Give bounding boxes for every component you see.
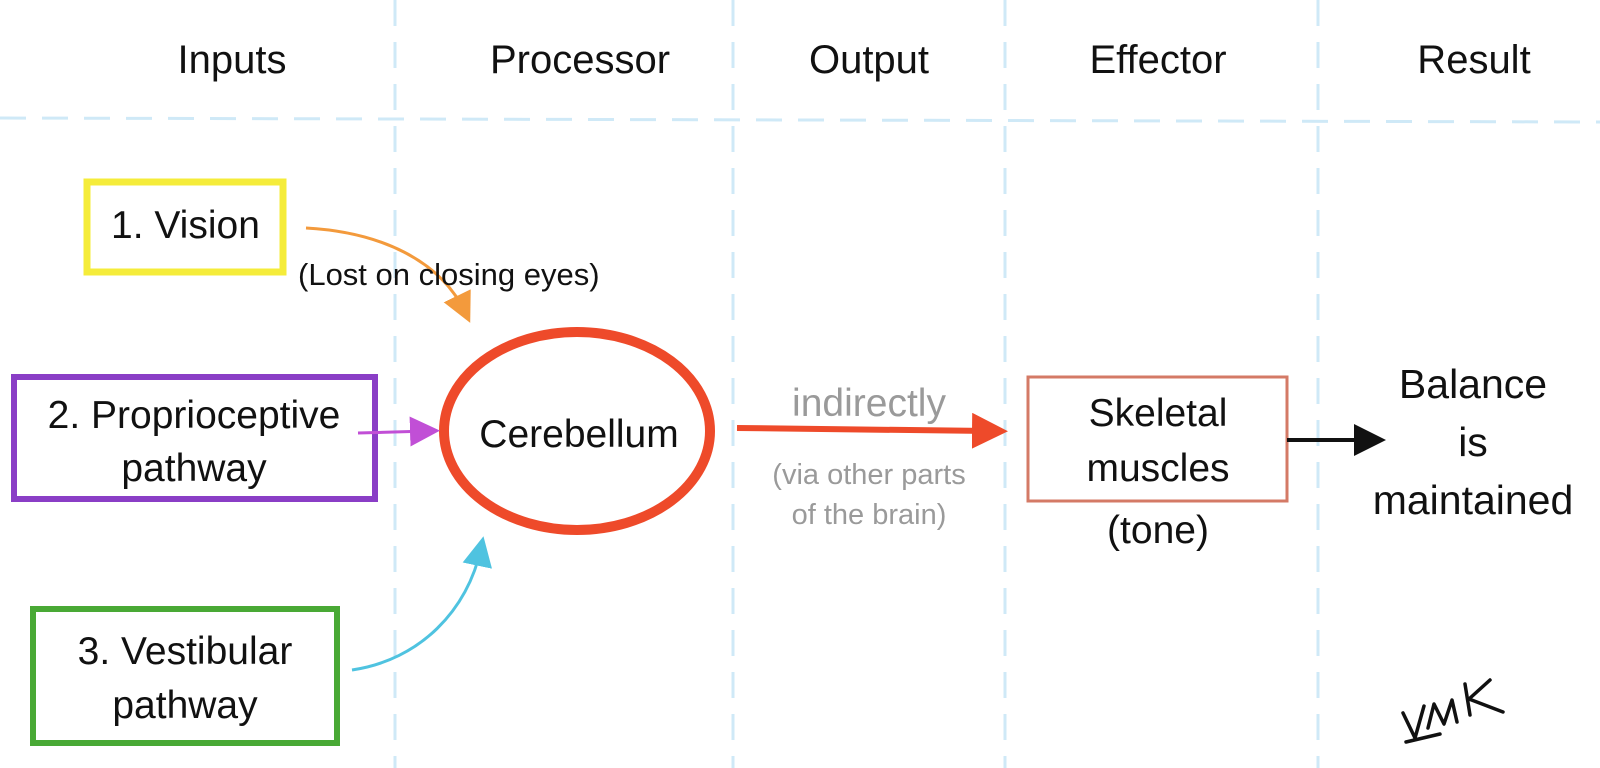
output-arrow — [736, 412, 1008, 449]
proprioceptive-arrow — [357, 416, 440, 447]
header-output: Output — [808, 38, 930, 82]
vision-note: (Lost on closing eyes) — [298, 257, 600, 292]
result-line1: Balance — [1398, 361, 1548, 407]
vision-arrow — [305, 226, 471, 323]
header-processor: Processor — [489, 38, 671, 82]
header-effector: Effector — [1089, 38, 1227, 82]
effector-label-line1: Skeletal — [1088, 392, 1228, 435]
vestibular-label-line1: 3. Vestibular — [77, 630, 293, 673]
grid-line-header — [0, 116, 1600, 124]
effector-label-line3: (tone) — [1107, 509, 1209, 552]
output-note-line2: of the brain) — [791, 499, 947, 531]
header-result: Result — [1417, 38, 1531, 82]
proprioceptive-label-line2: pathway — [121, 447, 267, 490]
vestibular-arrow — [351, 536, 492, 672]
vestibular-box — [30, 606, 340, 746]
vision-label: 1. Vision — [111, 204, 260, 247]
result-line3: maintained — [1372, 477, 1574, 523]
vestibular-label-line2: pathway — [112, 684, 258, 727]
cerebellum-label: Cerebellum — [479, 413, 679, 456]
vision-box — [83, 178, 287, 276]
effector-label-line2: muscles — [1086, 447, 1230, 490]
signature — [1401, 678, 1505, 744]
result-line2: is — [1458, 419, 1488, 465]
proprioceptive-label-line1: 2. Proprioceptive — [47, 394, 341, 437]
proprioceptive-box — [11, 374, 378, 502]
cerebellum-ellipse — [439, 327, 715, 535]
output-label: indirectly — [792, 382, 946, 425]
output-note-line1: (via other parts — [772, 459, 966, 491]
header-inputs: Inputs — [177, 38, 287, 82]
